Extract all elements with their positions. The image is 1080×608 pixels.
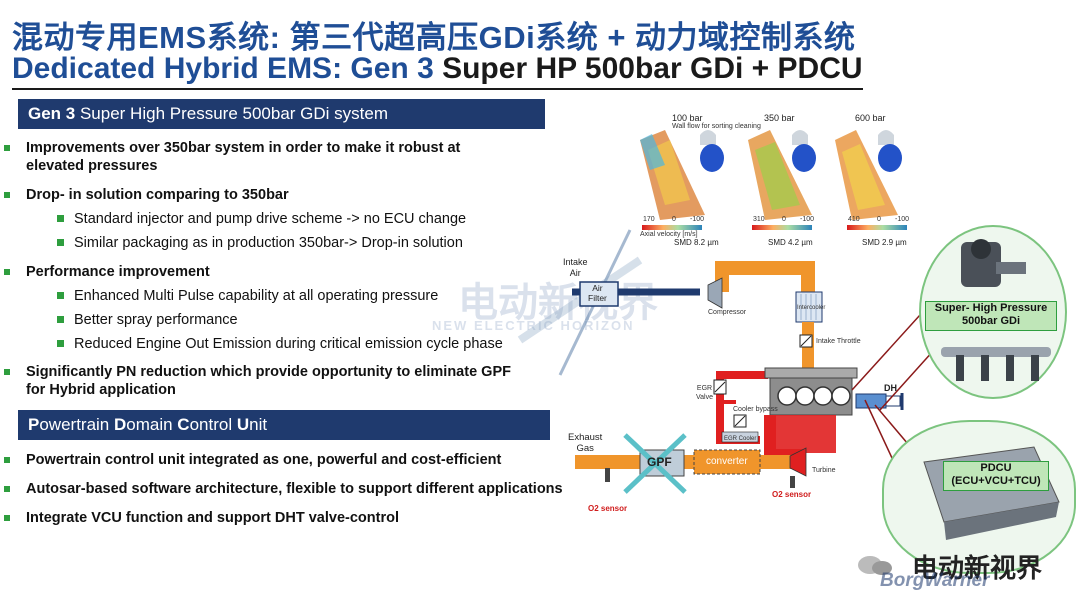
label-egr-cooler: EGR Cooler: [724, 436, 757, 442]
footer-watermark-cn: 电动新视界: [912, 553, 1043, 583]
spray-label-350bar: 350 bar: [764, 113, 795, 123]
label-intake-air: Intake Air: [563, 257, 588, 278]
gdi-subbullet-3-3: Reduced Engine Out Emission during criti…: [57, 336, 503, 352]
gdi-bullet-3: Performance improvement: [4, 264, 210, 280]
scale2-tick-lo: -100: [800, 216, 815, 223]
scale3-tick-hi: 410: [848, 216, 860, 223]
scale1-tick-hi: 170: [643, 216, 655, 223]
spray-axis-note: Axial velocity [m/s]: [640, 231, 698, 238]
section-gdi-header-rest: Super High Pressure 500bar GDi system: [75, 104, 388, 123]
scale1-tick-mid: 0: [672, 216, 676, 223]
pdcu-bullet-1: Powertrain control unit integrated as on…: [3, 452, 502, 468]
pdcu-header-owertrain: owertrain: [39, 415, 114, 434]
gdi-subbullet-2-2: Similar packaging as in production 350ba…: [57, 235, 463, 251]
spray-label-100bar: 100 bar: [672, 113, 703, 123]
label-o2-sensor-2: O2 sensor: [772, 490, 812, 499]
gdi-subbullet-3-2: Better spray performance: [57, 312, 238, 328]
pdcu-header-d: D: [113, 415, 127, 434]
label-o2-sensor-1: O2 sensor: [588, 504, 628, 513]
scale2-tick-hi: 310: [753, 216, 765, 223]
gdi-bullet-2: Drop- in solution comparing to 350bar: [4, 187, 289, 203]
pdcu-callout-label: PDCU (ECU+VCU+TCU): [943, 461, 1049, 491]
label-intercooler: Intercooler: [797, 305, 826, 311]
scale3-tick-mid: 0: [877, 216, 881, 223]
smd-350bar: SMD 4.2 µm: [768, 238, 813, 247]
label-intake-throttle: Intake Throttle: [816, 338, 861, 345]
pdcu-header-ontrol: ontrol: [189, 415, 237, 434]
pdcu-header-nit: nit: [249, 415, 268, 434]
borgwarner-logo: BorgWarner: [880, 570, 990, 591]
title-english: Dedicated Hybrid EMS: Gen 3 Super HP 500…: [12, 52, 863, 90]
label-egr-valve: EGR Valve: [696, 385, 713, 401]
spray-100bar-image: [640, 130, 724, 220]
smd-100bar: SMD 8.2 µm: [674, 238, 719, 247]
label-converter: converter: [706, 456, 748, 467]
spray-label-600bar: 600 bar: [855, 113, 886, 123]
smd-600bar: SMD 2.9 µm: [862, 238, 907, 247]
spray-subtitle: Wall flow for sorting cleaning: [672, 123, 761, 130]
pdcu-header-omain: omain: [126, 415, 178, 434]
spray-600bar-image: [835, 130, 902, 220]
title-english-part2: Super HP 500bar GDi + PDCU: [433, 52, 863, 85]
gdi-subbullet-3-1: Enhanced Multi Pulse capability at all o…: [56, 288, 439, 304]
label-cooler-bypass: Cooler bypass: [733, 406, 778, 413]
gdi-bullet-1: Improvements over 350bar system in order…: [4, 139, 496, 175]
scale2-tick-mid: 0: [782, 216, 786, 223]
pdcu-bullet-2: Autosar-based software architecture, fle…: [4, 481, 563, 497]
spray-350bar-image: [748, 130, 816, 220]
wechat-icon: [848, 553, 908, 575]
label-exhaust-gas: Exhaust Gas: [568, 432, 603, 454]
pdcu-header-p: P: [28, 415, 40, 434]
gdi-pump-rail-image: [941, 239, 1051, 381]
pdcu-bullet-3: Integrate VCU function and support DHT v…: [4, 510, 399, 526]
watermark-cn: 电动新视界: [458, 281, 658, 325]
label-gpf: GPF: [647, 455, 672, 469]
label-compressor: Compressor: [708, 309, 747, 316]
label-dh: DH: [884, 383, 897, 393]
pdcu-header-u: U: [236, 415, 250, 434]
gdi-subbullet-2-1: Standard injector and pump drive scheme …: [56, 211, 467, 227]
gdi-bullet-4: Significantly PN reduction which provide…: [4, 363, 516, 399]
title-english-part1: Dedicated Hybrid EMS: Gen 3: [12, 52, 434, 85]
gdi-callout-label: Super- High Pressure 500bar GDi: [925, 301, 1057, 331]
pdcu-header-c: C: [177, 415, 190, 434]
title-chinese: 混动专用EMS系统: 第三代超高压GDi系统 + 动力域控制系统: [12, 20, 856, 55]
label-air-filter: Air Filter: [588, 283, 607, 303]
label-turbine: Turbine: [812, 467, 836, 474]
scale3-tick-lo: -100: [895, 216, 910, 223]
section-pdcu-header: Powertrain Domain Control Unit: [18, 410, 550, 440]
section-gdi-header: Gen 3 Super High Pressure 500bar GDi sys…: [18, 99, 545, 129]
section-gdi-header-bold: Gen 3: [28, 104, 76, 123]
scale1-tick-lo: -100: [690, 216, 705, 223]
